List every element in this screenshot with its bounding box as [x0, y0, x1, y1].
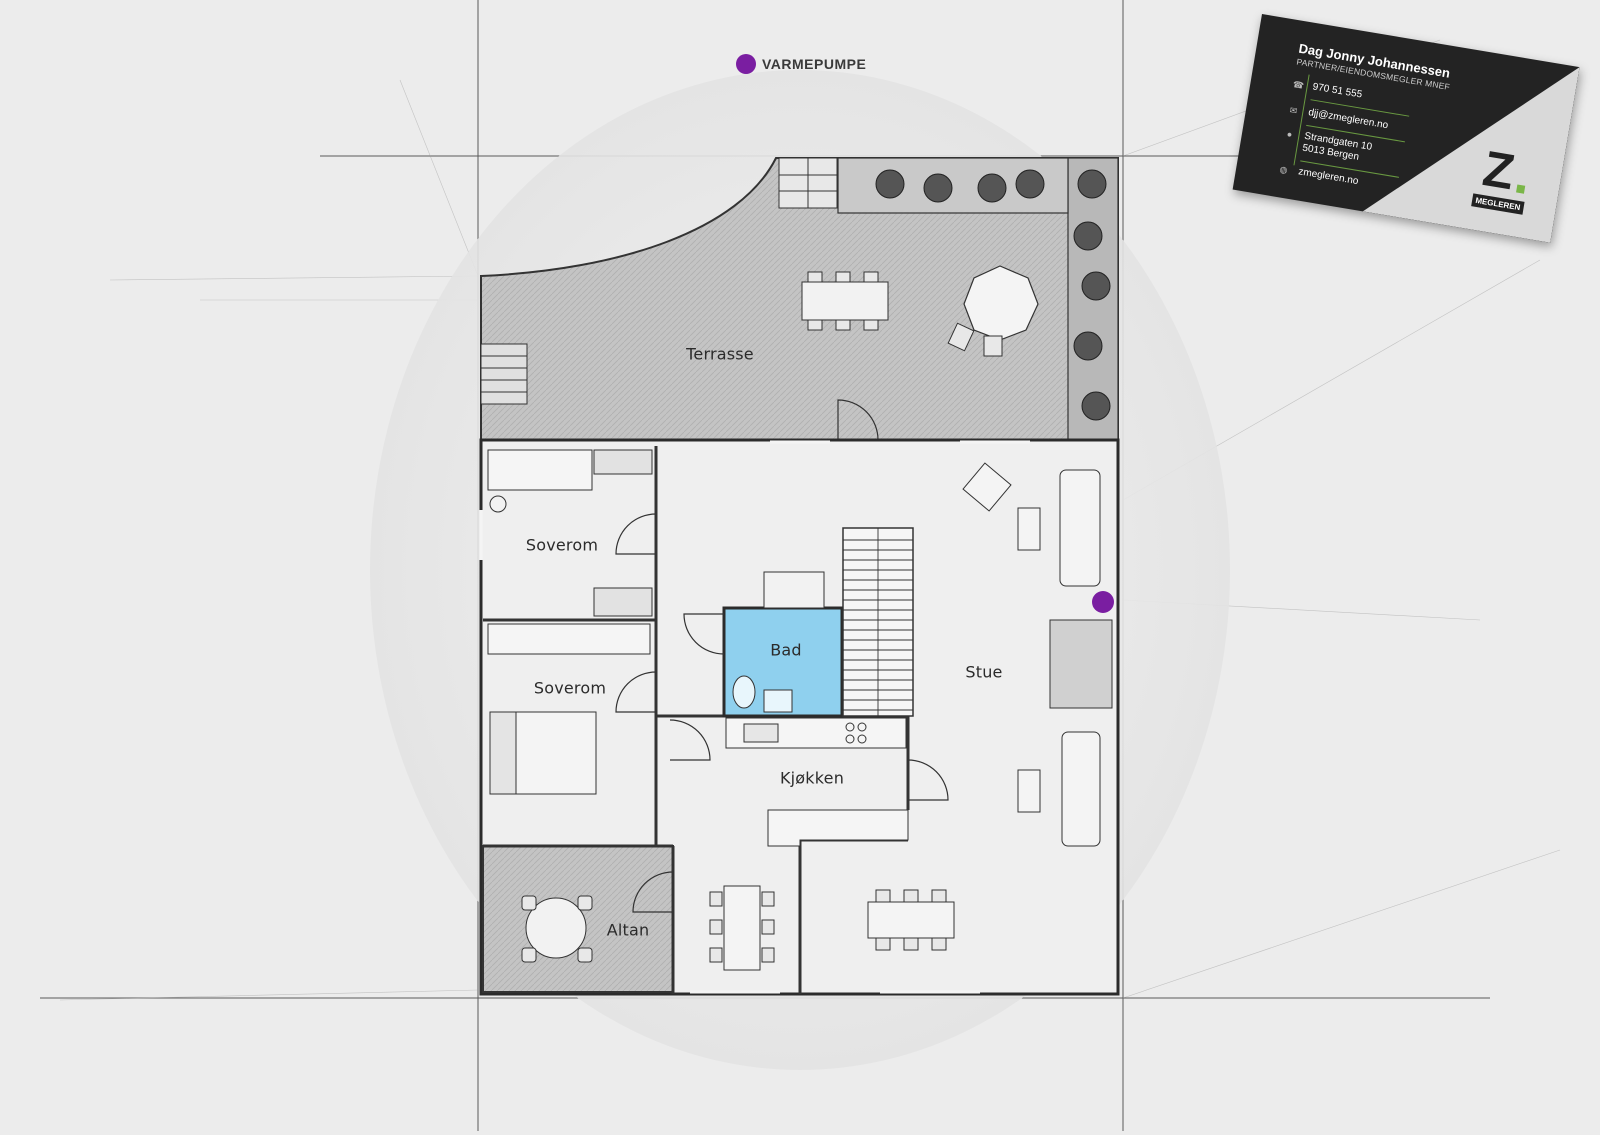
terrasse-area — [480, 157, 1119, 441]
kjokken-table — [723, 885, 761, 971]
phone-icon: ☎ — [1292, 79, 1305, 91]
heat-pump-marker — [1092, 591, 1114, 613]
terrasse-stairs-left — [480, 343, 528, 405]
terrasse-parasol — [963, 265, 1039, 341]
zmegleren-logo: Z MEGLEREN — [1468, 140, 1539, 221]
shrubs — [875, 169, 1111, 421]
room-label-altan: Altan — [606, 920, 650, 940]
stue-sofa-2 — [1061, 731, 1101, 847]
logo-letter: Z — [1479, 140, 1519, 201]
terrasse-table — [801, 281, 889, 321]
altan-table — [525, 897, 587, 959]
room-label-bad: Bad — [770, 640, 802, 660]
card-web-row: ◍ zmegleren.no — [1278, 163, 1359, 188]
stue-fireplace — [1049, 619, 1113, 709]
staircase-steps — [843, 528, 913, 716]
kjokken-island — [767, 809, 909, 847]
agent-phone: 970 51 555 — [1311, 81, 1363, 101]
card-email-row: ✉ djj@zmegleren.no — [1288, 104, 1389, 132]
kjokken-counter — [725, 717, 907, 749]
soverom-1-desk — [487, 449, 593, 491]
location-pin-icon: ● — [1286, 128, 1294, 140]
mail-icon: ✉ — [1288, 104, 1299, 117]
stue-dining-table — [867, 901, 955, 939]
room-label-soverom-1: Soverom — [525, 535, 599, 555]
room-label-terrasse: Terrasse — [686, 344, 754, 364]
room-label-soverom-2: Soverom — [533, 678, 607, 698]
stue-sofa-1 — [1059, 469, 1101, 587]
card-phone-row: ☎ 970 51 555 — [1292, 78, 1363, 101]
room-label-kjokken: Kjøkken — [779, 768, 845, 788]
globe-icon: ◍ — [1278, 164, 1289, 176]
room-label-stue: Stue — [965, 662, 1003, 682]
heat-pump-legend: VARMEPUMPE — [736, 54, 866, 74]
logo-text: MEGLEREN — [1471, 193, 1525, 215]
heat-pump-legend-label: VARMEPUMPE — [762, 56, 867, 72]
heat-pump-legend-dot — [736, 54, 756, 74]
